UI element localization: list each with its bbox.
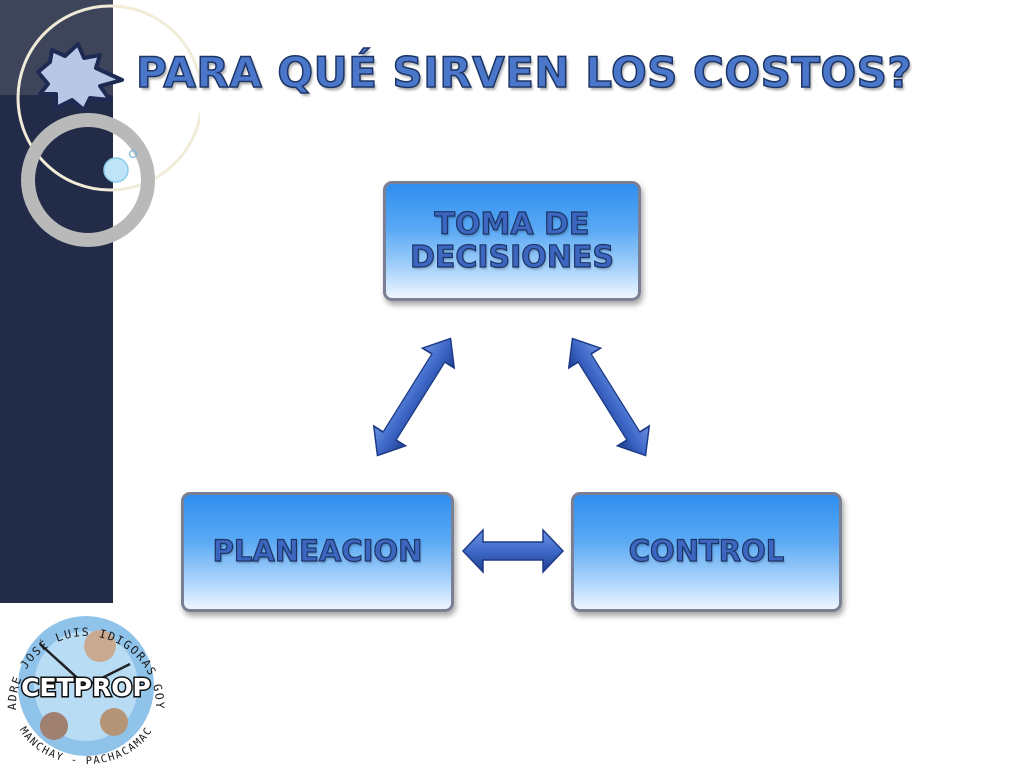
- deco-bubble-small: [128, 149, 138, 159]
- deco-ring-grey: [21, 113, 155, 247]
- logo-name: CETPROP: [21, 673, 151, 702]
- arrow-top-right: [567, 337, 651, 457]
- starburst-icon: [36, 42, 124, 112]
- logo-photo-2: [40, 712, 68, 740]
- arrow-top-left: [372, 337, 456, 457]
- node-top-line2: DECISIONES: [409, 240, 615, 275]
- node-control: CONTROL: [571, 492, 842, 612]
- logo-photo-3: [100, 708, 128, 736]
- deco-ring-large: [16, 4, 200, 192]
- slide-title: PARA QUÉ SIRVEN LOS COSTOS?: [135, 47, 913, 98]
- node-planeacion: PLANEACION: [181, 492, 454, 612]
- logo-photo-1: [84, 630, 116, 662]
- node-toma-de-decisiones: TOMA DE DECISIONES: [383, 181, 641, 301]
- arrow-left-right: [461, 528, 565, 574]
- deco-bubble: [103, 157, 129, 183]
- node-left-label: PLANEACION: [212, 534, 423, 569]
- node-top-line1: TOMA DE: [434, 207, 590, 242]
- decorative-circles: [0, 0, 200, 247]
- clock-hands-icon: [39, 643, 131, 688]
- cetprop-logo: PADRE JOSÉ LUIS IDIGORAS GOYA MANCHAY - …: [0, 604, 166, 767]
- node-right-label: CONTROL: [628, 534, 785, 569]
